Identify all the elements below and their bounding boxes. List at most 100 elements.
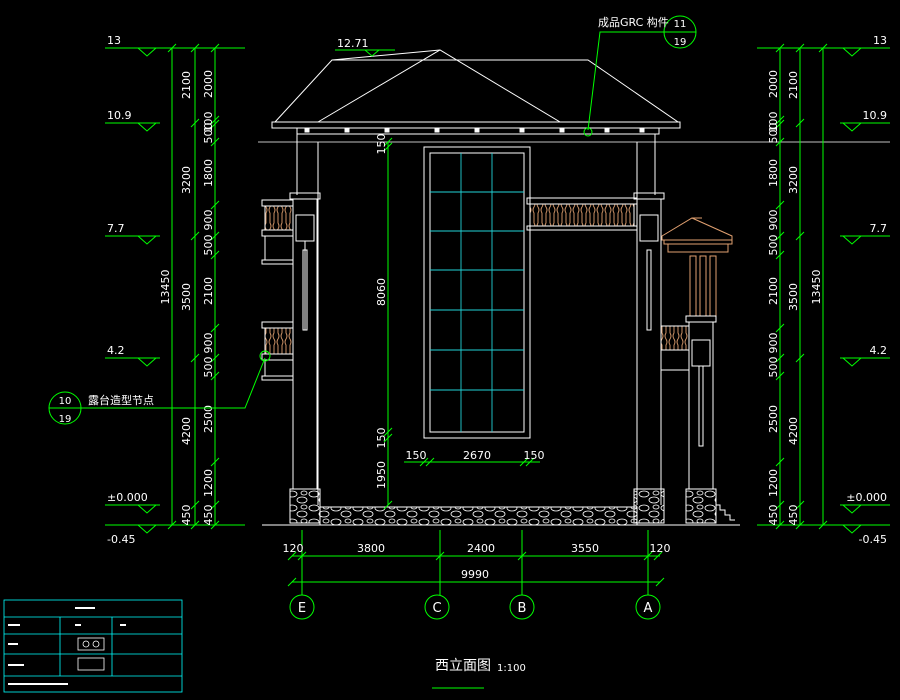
- level-text: ±0.000: [107, 491, 148, 504]
- left-inner-dim: 2000: [202, 70, 215, 98]
- left-outer-dim: 4200: [180, 417, 193, 445]
- pavilion: [660, 217, 735, 524]
- right-outer-dim: 3200: [787, 166, 800, 194]
- axis-label: A: [644, 601, 653, 616]
- left-inner-dim: 100: [202, 112, 215, 133]
- legend-marks: [8, 607, 126, 685]
- window-left-dim: 150: [406, 449, 427, 462]
- window-right-dim: 150: [524, 449, 545, 462]
- roof-level-text: 12.71: [337, 37, 369, 50]
- dimension-texts: 2100 3200 3500 4200 450 2100 3200 3500 4200 450 20…: [159, 70, 823, 581]
- right-inner-dim: 1200: [767, 469, 780, 497]
- bottom-total-dim: 9990: [461, 568, 489, 581]
- window-height: 8060: [375, 278, 388, 306]
- level-markers-right: 13 10.9 7.7 4.2 ±0.000 -0.45: [840, 34, 890, 546]
- right-outer-dim: 3500: [787, 283, 800, 311]
- level-text: 13: [873, 34, 887, 47]
- left-inner-dim: 900: [202, 333, 215, 354]
- level-marker: 10.9: [840, 109, 890, 132]
- level-marker: ±0.000: [840, 491, 890, 514]
- right-inner-dim: 2500: [767, 405, 780, 433]
- right-inner-dim: 500: [767, 357, 780, 378]
- axis-bubble: B: [509, 594, 535, 620]
- level-marker: -0.45: [105, 524, 160, 546]
- level-text: 7.7: [870, 222, 888, 235]
- callout-grc-top: 11: [674, 19, 687, 30]
- level-marker: ±0.000: [105, 491, 160, 514]
- left-inner-dim: 2100: [202, 277, 215, 305]
- bottom-left-offset: 120: [283, 542, 304, 555]
- left-inner-dim: 500: [202, 357, 215, 378]
- right-inner-dim: 2000: [767, 70, 780, 98]
- roof-level-marker: 12.71: [335, 37, 395, 57]
- axis-label: C: [432, 601, 441, 616]
- level-text: 13: [107, 34, 121, 47]
- level-marker: -0.45: [840, 524, 890, 546]
- window-width-dim: 2670: [463, 449, 491, 462]
- cornice-dentils: [304, 127, 645, 133]
- level-marker: 13: [840, 34, 890, 57]
- callout-grc-bottom: 19: [674, 37, 687, 48]
- right-inner-dim: 1800: [767, 159, 780, 187]
- callout-grc-label: 成品GRC 构件: [598, 15, 669, 29]
- right-inner-dim: 450: [767, 505, 780, 526]
- level-marker: 4.2: [840, 344, 890, 367]
- callout-grc: 成品GRC 构件 11 19: [583, 15, 697, 137]
- roof: [271, 49, 681, 135]
- left-inner-dim: 500: [202, 235, 215, 256]
- axis-bubble: E: [289, 594, 315, 620]
- left-inner-dim: 500: [202, 123, 215, 144]
- axis-bubble: A: [635, 594, 661, 620]
- level-text: -0.45: [859, 533, 887, 546]
- title-text: 西立面图: [435, 658, 491, 674]
- right-inner-dim: 500: [767, 123, 780, 144]
- scale-text: 1:100: [497, 663, 526, 674]
- callout-balcony-label: 露台造型节点: [88, 393, 154, 407]
- right-inner-dim: 500: [767, 235, 780, 256]
- level-markers-left: 13 10.9 7.7 4.2 ±0.000 -0.45: [105, 34, 160, 546]
- level-text: 4.2: [107, 344, 125, 357]
- bottom-right-offset: 120: [650, 542, 671, 555]
- left-column: [289, 192, 321, 524]
- bottom-span-dim: 2400: [467, 542, 495, 555]
- window-bottom-gap: 150: [375, 428, 388, 449]
- right-inner-dim: 2100: [767, 277, 780, 305]
- left-inner-dim: 900: [202, 210, 215, 231]
- right-inner-dim: 100: [767, 112, 780, 133]
- left-outer-dim: 3200: [180, 166, 193, 194]
- building: [258, 49, 890, 526]
- level-text: 10.9: [107, 109, 132, 122]
- level-text: 7.7: [107, 222, 125, 235]
- axis-label: B: [518, 601, 527, 616]
- left-outer-dim: 450: [180, 505, 193, 526]
- right-outer-dim: 2100: [787, 71, 800, 99]
- level-marker: 10.9: [105, 109, 160, 132]
- level-text: ±0.000: [846, 491, 887, 504]
- dimension-lines: [160, 47, 840, 595]
- left-inner-dim: 1200: [202, 469, 215, 497]
- left-outer-dim: 3500: [180, 283, 193, 311]
- level-marker: 13: [105, 34, 160, 57]
- level-text: 4.2: [870, 344, 888, 357]
- level-text: -0.45: [107, 533, 135, 546]
- window-top-gap: 150: [375, 134, 388, 155]
- callout-balcony-top: 10: [59, 396, 72, 407]
- upper-railing: [526, 197, 638, 231]
- left-inner-dim: 1800: [202, 159, 215, 187]
- level-marker: 7.7: [105, 222, 160, 245]
- axis-bubble: C: [424, 594, 450, 620]
- bottom-span-dim: 3800: [357, 542, 385, 555]
- right-total-dim: 13450: [810, 270, 823, 305]
- right-outer-dim: 4200: [787, 417, 800, 445]
- left-outer-dim: 2100: [180, 71, 193, 99]
- right-column: [633, 192, 665, 524]
- right-outer-dim: 450: [787, 505, 800, 526]
- callout-balcony-bottom: 19: [59, 414, 72, 425]
- level-text: 10.9: [863, 109, 888, 122]
- left-inner-dim: 2500: [202, 405, 215, 433]
- dimension-ticks: [167, 43, 828, 587]
- axis-label: E: [298, 601, 306, 616]
- drawing-title: 西立面图 1:100: [432, 658, 526, 689]
